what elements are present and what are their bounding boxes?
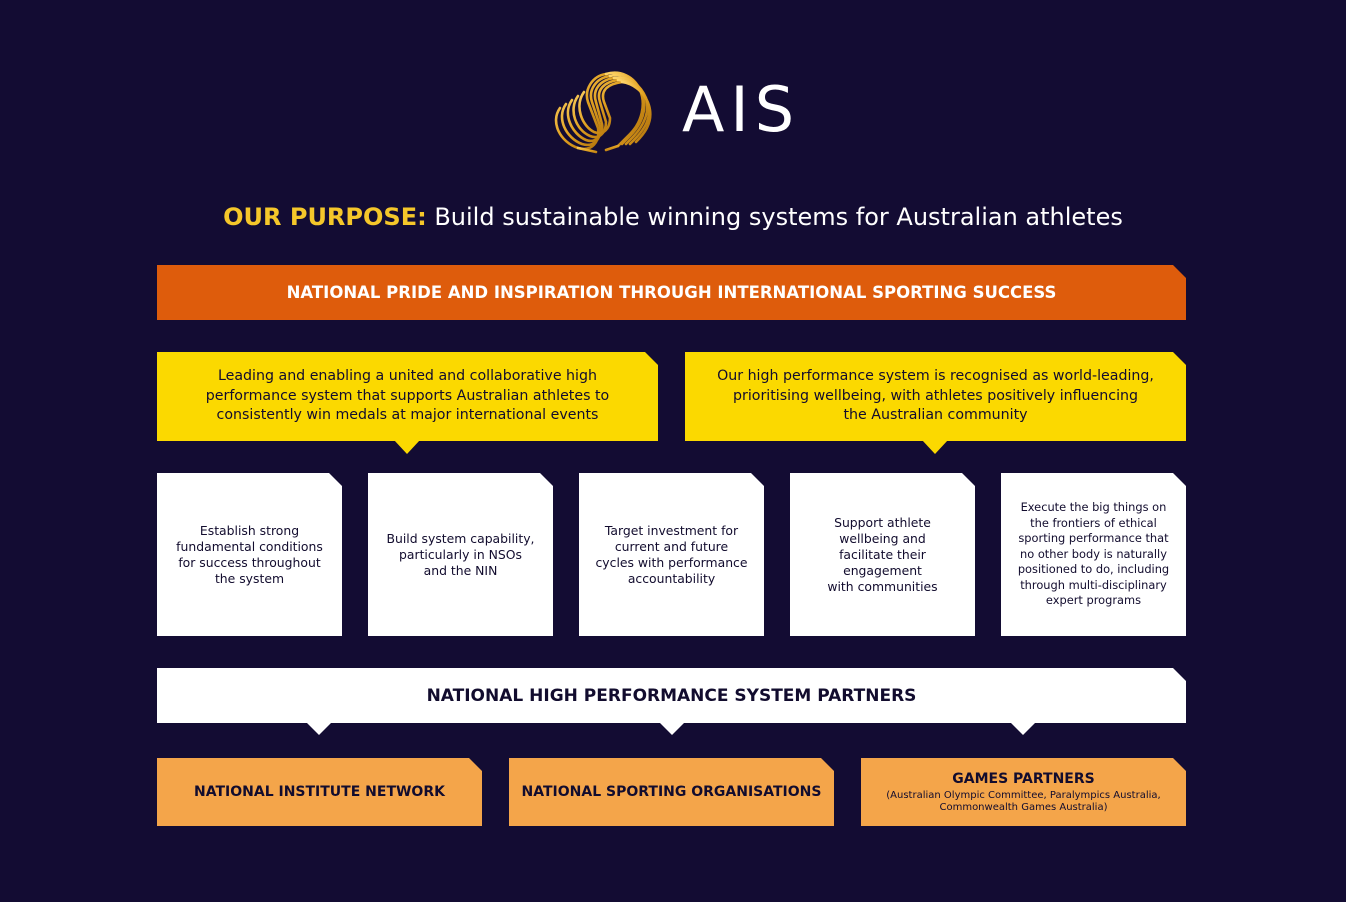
partner-pointer-2 [659,722,685,735]
partners-header: NATIONAL HIGH PERFORMANCE SYSTEM PARTNER… [157,668,1186,723]
partners-title: NATIONAL HIGH PERFORMANCE SYSTEM PARTNER… [426,685,917,706]
purpose-statement: OUR PURPOSE: Build sustainable winning s… [0,196,1346,238]
strategy-text-3: Target investment for current and future… [595,522,748,586]
partner-box-nso: NATIONAL SPORTING ORGANISATIONS [509,758,834,826]
vision-banner-text: NATIONAL PRIDE AND INSPIRATION THROUGH I… [286,283,1057,302]
goal-pointer-1 [394,440,420,454]
partner-title-3: GAMES PARTNERS [952,770,1095,787]
vision-banner: NATIONAL PRIDE AND INSPIRATION THROUGH I… [157,265,1186,320]
purpose-label: OUR PURPOSE: [223,203,427,231]
partner-subtitle-3: (Australian Olympic Committee, Paralympi… [886,789,1161,813]
strategy-text-4: Support athlete wellbeing and facilitate… [827,514,938,594]
partner-box-games: GAMES PARTNERS (Australian Olympic Commi… [861,758,1186,826]
logo-wordmark: AIS [682,73,801,146]
strategy-text-1: Establish strong fundamental conditions … [176,522,323,586]
ais-ribbon-icon [554,71,652,154]
goal-box-2: Our high performance system is recognise… [685,352,1186,441]
goal-box-1: Leading and enabling a united and collab… [157,352,658,441]
strategy-box-5: Execute the big things on the frontiers … [1001,473,1186,636]
ais-logo: AIS [548,62,798,158]
strategy-text-2: Build system capability, particularly in… [386,530,535,578]
partner-box-nin: NATIONAL INSTITUTE NETWORK [157,758,482,826]
strategy-text-5: Execute the big things on the frontiers … [1017,499,1170,608]
strategy-box-4: Support athlete wellbeing and facilitate… [790,473,975,636]
partner-pointer-1 [306,722,332,735]
goal-text-2: Our high performance system is recognise… [717,368,1154,424]
partner-title-2: NATIONAL SPORTING ORGANISATIONS [521,784,822,800]
purpose-text: Build sustainable winning systems for Au… [434,203,1123,231]
strategy-box-3: Target investment for current and future… [579,473,764,636]
partner-title-1: NATIONAL INSTITUTE NETWORK [194,784,445,800]
goal-pointer-2 [922,440,948,454]
strategy-box-2: Build system capability, particularly in… [368,473,553,636]
goal-text-1: Leading and enabling a united and collab… [205,368,610,424]
partner-pointer-3 [1010,722,1036,735]
strategy-box-1: Establish strong fundamental conditions … [157,473,342,636]
